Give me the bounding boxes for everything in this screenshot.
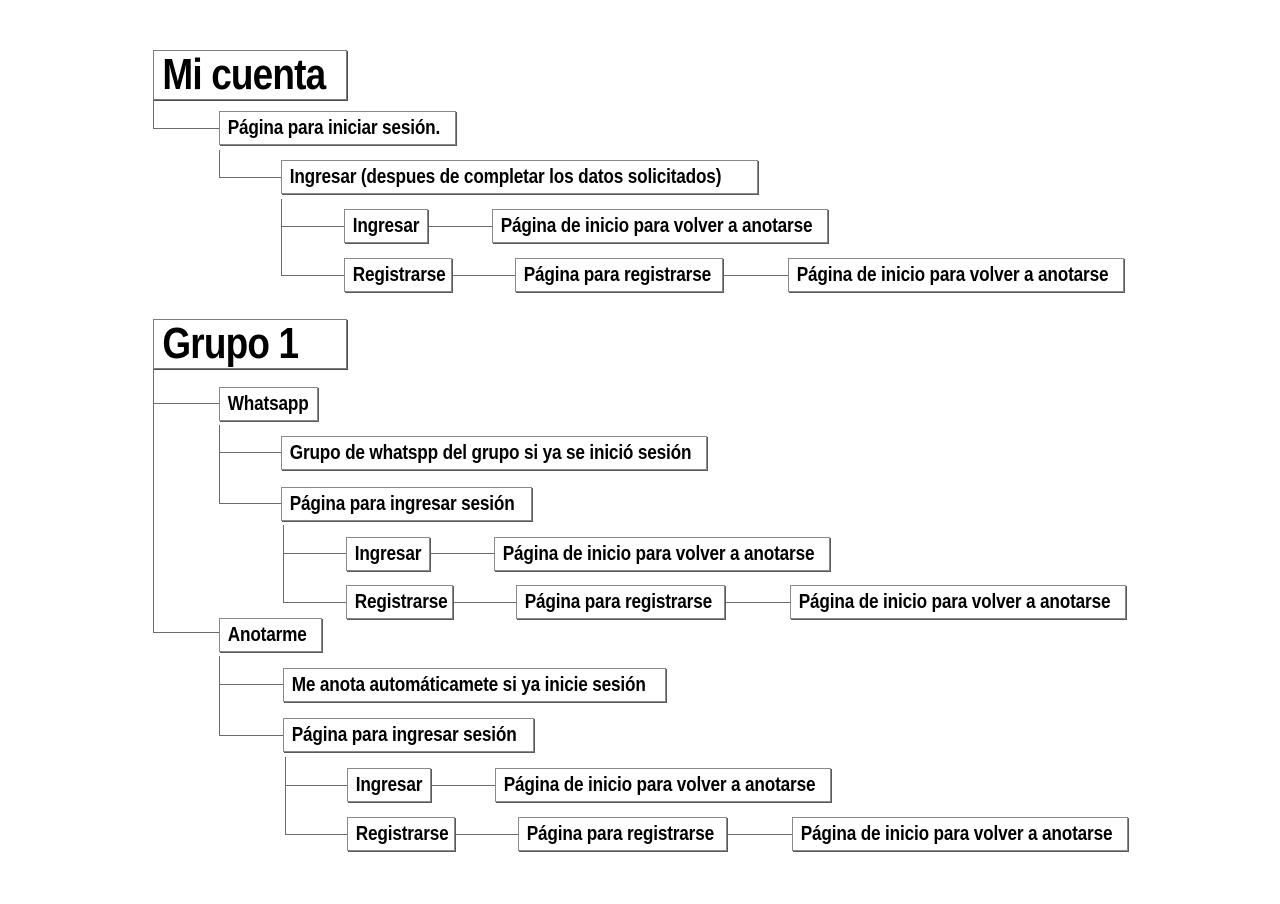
connector-horizontal [283,553,346,554]
connector-horizontal [219,684,283,685]
node-label: Página de inicio para volver a anotarse [800,823,1113,845]
connector-horizontal [725,602,790,603]
node-pagina-inicio-volver-2-anotarme[interactable]: Página de inicio para volver a anotarse [792,817,1128,851]
node-label: Página de inicio para volver a anotarse [798,591,1111,613]
node-label: Página para registrarse [524,591,712,613]
node-label: Ingresar [355,774,423,796]
node-label: Registrarse [352,264,446,286]
section-heading-grupo-1: Grupo 1 [153,319,347,369]
node-label: Grupo de whatspp del grupo si ya se inic… [289,442,692,464]
connector-horizontal [281,275,344,276]
node-label: Página para registrarse [526,823,714,845]
node-label: Página de inicio para volver a anotarse [502,543,815,565]
connector-vertical-spine [153,369,154,633]
node-label: Registrarse [354,591,448,613]
connector-vertical [283,525,284,603]
node-pagina-ingresar-sesion-whatsapp[interactable]: Página para ingresar sesión [281,487,532,521]
connector-vertical [281,199,282,276]
node-pagina-inicio-volver-2-whatsapp[interactable]: Página de inicio para volver a anotarse [790,585,1126,619]
node-pagina-inicio-volver-1-anotarme[interactable]: Página de inicio para volver a anotarse [495,768,831,802]
connector-horizontal [219,503,281,504]
node-label: Registrarse [355,823,449,845]
node-pagina-registrarse[interactable]: Página para registrarse [515,258,723,292]
connector-horizontal [281,226,344,227]
node-me-anota-automaticamente[interactable]: Me anota automáticamete si ya inicie ses… [283,668,666,702]
node-label: Página de inicio para volver a anotarse [796,264,1109,286]
connector-vertical [219,425,220,503]
node-registrarse-anotarme[interactable]: Registrarse [347,817,455,851]
node-label: Ingresar [352,215,420,237]
connector-horizontal [431,785,495,786]
connector-vertical [219,150,220,178]
node-pagina-ingresar-sesion-anotarme[interactable]: Página para ingresar sesión [283,718,534,752]
node-label: Anotarme [227,624,307,646]
connector-horizontal [430,553,494,554]
connector-horizontal [219,177,281,178]
node-registrarse[interactable]: Registrarse [344,258,452,292]
node-label: Ingresar [354,543,422,565]
connector-horizontal [219,452,281,453]
connector-horizontal [455,834,518,835]
section-heading-mi-cuenta: Mi cuenta [153,50,347,100]
node-pagina-inicio-volver-2[interactable]: Página de inicio para volver a anotarse [788,258,1124,292]
node-pagina-registrarse-anotarme[interactable]: Página para registrarse [518,817,727,851]
connector-horizontal [723,275,788,276]
node-registrarse-whatsapp[interactable]: Registrarse [346,585,453,619]
connector-horizontal [283,602,346,603]
node-label: Página de inicio para volver a anotarse [500,215,813,237]
node-ingresar-anotarme[interactable]: Ingresar [347,768,431,802]
connector-vertical [219,656,220,735]
node-ingresar[interactable]: Ingresar [344,209,428,243]
node-pagina-inicio-volver-1-whatsapp[interactable]: Página de inicio para volver a anotarse [494,537,830,571]
node-pagina-registrarse-whatsapp[interactable]: Página para registrarse [516,585,725,619]
node-ingresar-whatsapp[interactable]: Ingresar [346,537,430,571]
section-heading-label: Grupo 1 [162,319,299,368]
connector-horizontal [452,275,515,276]
section-heading-label: Mi cuenta [162,50,326,99]
connector-horizontal [727,834,792,835]
connector-horizontal [285,785,347,786]
node-pagina-iniciar-sesion[interactable]: Página para iniciar sesión. [219,111,456,145]
node-pagina-inicio-volver-1[interactable]: Página de inicio para volver a anotarse [492,209,828,243]
connector-horizontal [285,834,347,835]
connector-horizontal [153,632,219,633]
connector-horizontal [428,226,492,227]
node-grupo-whatsapp[interactable]: Grupo de whatspp del grupo si ya se inic… [281,436,707,470]
connector-horizontal [453,602,516,603]
node-label: Página para iniciar sesión. [227,117,441,139]
connector-horizontal [153,128,219,129]
node-label: Página de inicio para volver a anotarse [503,774,816,796]
connector-vertical [153,100,154,129]
connector-horizontal [219,735,283,736]
node-label: Página para ingresar sesión [289,493,515,515]
node-label: Whatsapp [227,393,309,415]
node-ingresar-datos-solicitados[interactable]: Ingresar (despues de completar los datos… [281,160,758,194]
node-label: Me anota automáticamete si ya inicie ses… [291,674,646,696]
node-label: Página para ingresar sesión [291,724,517,746]
node-anotarme[interactable]: Anotarme [219,618,322,652]
node-whatsapp[interactable]: Whatsapp [219,387,318,421]
node-label: Ingresar (despues de completar los datos… [289,166,722,188]
node-label: Página para registrarse [523,264,711,286]
connector-horizontal [153,403,219,404]
connector-vertical [285,757,286,835]
